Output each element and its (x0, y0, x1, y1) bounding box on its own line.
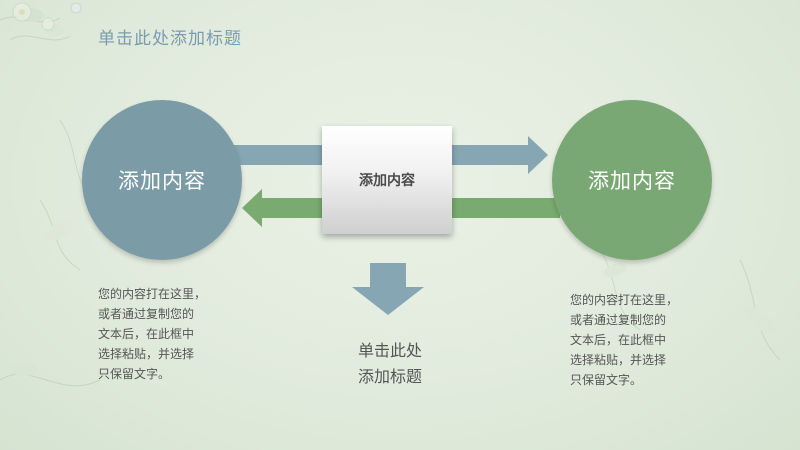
arrow-center-to-left-icon (242, 189, 322, 227)
arrow-down-icon (352, 263, 424, 315)
right-circle-label: 添加内容 (588, 169, 676, 193)
slide-title[interactable]: 单击此处添加标题 (98, 29, 242, 49)
left-body-text[interactable]: 您的内容打在这里， 或者通过复制您的 文本后，在此框中 选择粘贴，并选择 只保留… (98, 287, 207, 381)
left-circle[interactable]: 添加内容 (82, 100, 242, 260)
center-box[interactable]: 添加内容 (322, 126, 452, 234)
right-body-text[interactable]: 您的内容打在这里， 或者通过复制您的 文本后，在此框中 选择粘贴，并选择 只保留… (570, 293, 679, 387)
right-circle[interactable]: 添加内容 (552, 100, 712, 260)
arrow-left-to-center (230, 145, 322, 165)
bottom-title[interactable]: 单击此处 添加标题 (357, 341, 422, 386)
arrow-right-to-center (452, 198, 560, 218)
center-box-label: 添加内容 (359, 173, 415, 189)
arrow-center-to-right-icon (452, 136, 548, 174)
left-circle-label: 添加内容 (118, 169, 206, 193)
